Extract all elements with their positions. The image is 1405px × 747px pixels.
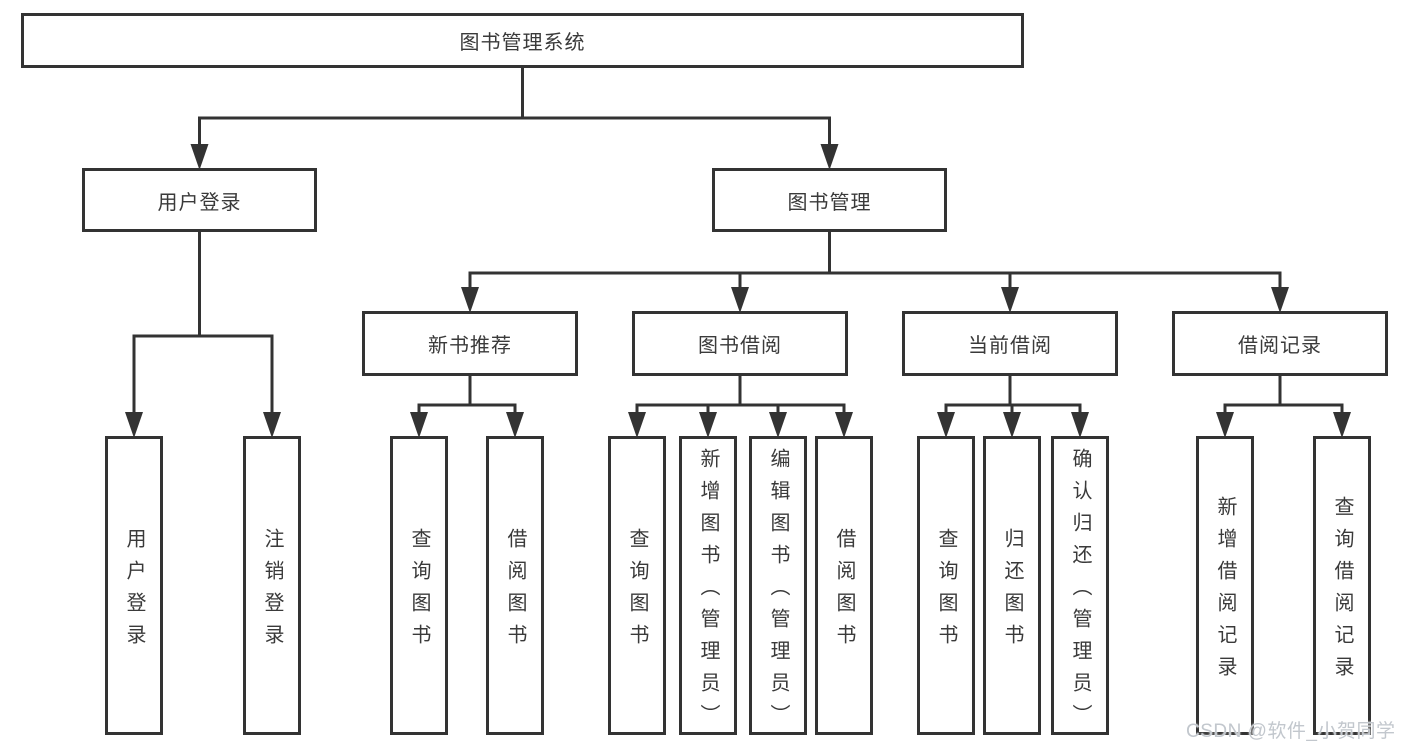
node-label: 用户登录 xyxy=(157,191,242,214)
node-confirm-return-admin: 确认归还（管理员） xyxy=(1051,436,1109,736)
node-label: 编辑图书（管理员） xyxy=(767,447,789,736)
node-book-borrowing: 图书借阅 xyxy=(632,311,848,376)
node-logout: 注销登录 xyxy=(243,436,301,735)
node-query-books-2: 查询图书 xyxy=(608,436,666,735)
node-label: 当前借阅 xyxy=(968,335,1052,357)
node-current-borrowing: 当前借阅 xyxy=(902,311,1118,376)
node-label: 借阅图书 xyxy=(504,527,526,656)
node-label: 新增借阅记录 xyxy=(1214,495,1236,688)
csdn-watermark: CSDN @软件_小贺同学 xyxy=(1186,721,1396,742)
node-query-books-3: 查询图书 xyxy=(917,436,975,735)
node-label: 归还图书 xyxy=(1001,527,1023,656)
node-borrow-books-2: 借阅图书 xyxy=(815,436,873,735)
node-book-management: 图书管理 xyxy=(712,168,947,232)
node-label: 新增图书（管理员） xyxy=(697,447,719,736)
node-label: 图书管理 xyxy=(787,191,872,214)
node-label: 图书管理系统 xyxy=(459,32,586,54)
node-add-books-admin: 新增图书（管理员） xyxy=(679,436,737,736)
node-label: 用户登录 xyxy=(123,527,145,656)
node-label: 借阅图书 xyxy=(833,527,855,656)
node-label: 查询图书 xyxy=(408,527,430,656)
node-label: 新书推荐 xyxy=(428,335,512,357)
node-label: 查询图书 xyxy=(626,527,648,656)
node-edit-books-admin: 编辑图书（管理员） xyxy=(749,436,807,736)
node-add-borrow-record: 新增借阅记录 xyxy=(1196,436,1254,735)
node-return-books: 归还图书 xyxy=(983,436,1041,735)
node-borrow-books-1: 借阅图书 xyxy=(486,436,544,735)
node-user-login-group: 用户登录 xyxy=(82,168,317,232)
node-label: 注销登录 xyxy=(261,527,283,656)
node-borrowing-records: 借阅记录 xyxy=(1172,311,1388,376)
node-new-book-recommend: 新书推荐 xyxy=(362,311,578,376)
node-label: 确认归还（管理员） xyxy=(1069,447,1091,736)
node-label: 查询借阅记录 xyxy=(1331,495,1353,688)
node-root: 图书管理系统 xyxy=(21,13,1024,68)
node-label: 借阅记录 xyxy=(1238,335,1322,357)
node-query-borrow-record: 查询借阅记录 xyxy=(1313,436,1371,735)
node-label: 查询图书 xyxy=(935,527,957,656)
node-query-books-1: 查询图书 xyxy=(390,436,448,735)
node-user-login: 用户登录 xyxy=(105,436,163,735)
node-label: 图书借阅 xyxy=(698,335,782,357)
